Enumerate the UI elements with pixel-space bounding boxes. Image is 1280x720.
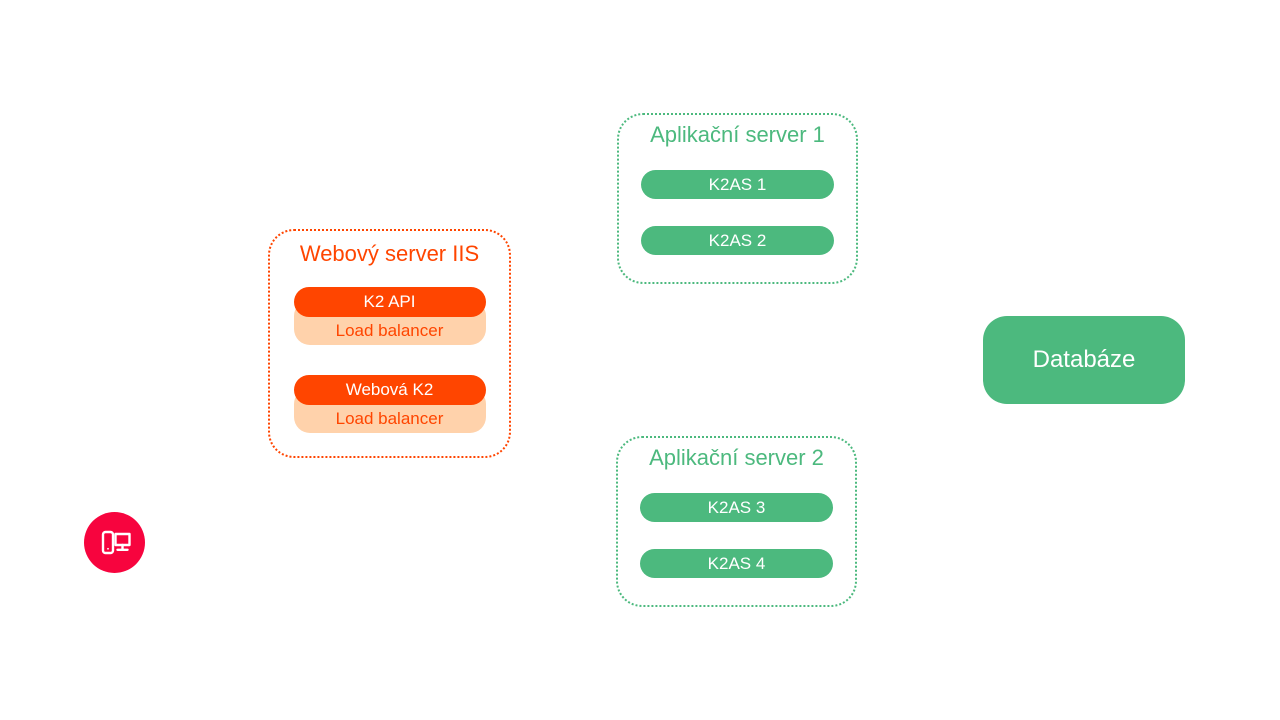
k2-api-node: K2 API [293, 287, 486, 317]
web-server-title: Webový server IIS [299, 241, 480, 266]
web-server-box: Webový server IIS K2 API Load balancer W… [268, 229, 511, 458]
database-node: Databáze [983, 316, 1185, 404]
app-server-2-box: Aplikační server 2 K2AS 3 K2AS 4 [616, 436, 857, 607]
k2as-1-node: K2AS 1 [641, 170, 834, 199]
webova-k2-node: Webová K2 [293, 375, 486, 405]
k2-api-group: K2 API Load balancer [293, 287, 486, 345]
webova-k2-group: Webová K2 Load balancer [293, 375, 486, 433]
k2as-3-node: K2AS 3 [640, 493, 833, 522]
app-server-1-box: Aplikační server 1 K2AS 1 K2AS 2 [617, 113, 858, 284]
client-device-badge [84, 512, 145, 573]
k2as-4-node: K2AS 4 [640, 549, 833, 578]
k2as-2-node: K2AS 2 [641, 226, 834, 255]
app-server-2-title: Aplikační server 2 [649, 445, 824, 470]
devices-icon [101, 530, 131, 554]
app-server-1-title: Aplikační server 1 [650, 122, 825, 147]
